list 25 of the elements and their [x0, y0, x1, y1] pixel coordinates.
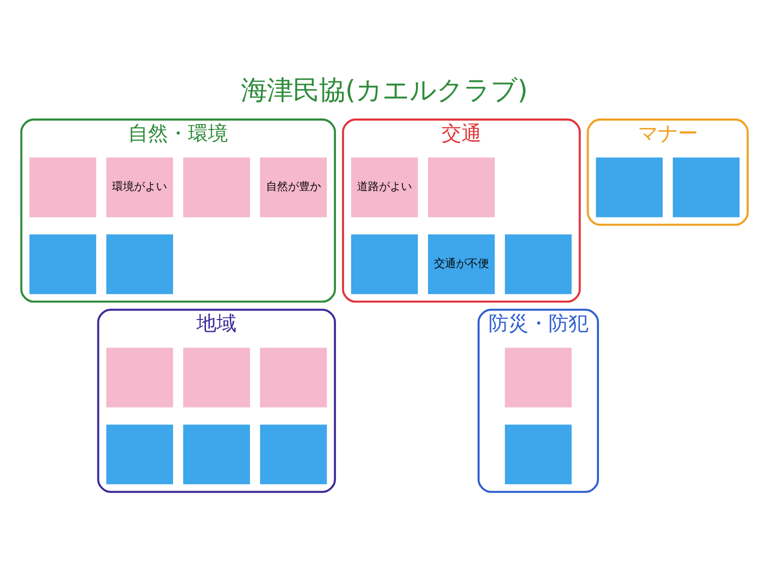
node-box: [504, 424, 572, 484]
node-box: [28, 158, 96, 218]
node-box: 交通が不便: [428, 234, 494, 294]
node-box: [106, 348, 173, 408]
node-box: [504, 234, 572, 294]
node-box: 自然が豊か: [260, 158, 326, 218]
cluster: マナー: [586, 118, 748, 226]
node-box: [260, 424, 326, 484]
node-box: [595, 158, 662, 218]
cluster: 地域: [96, 308, 336, 493]
node-box: [350, 234, 418, 294]
node-box: [182, 158, 250, 218]
node-box: [428, 158, 494, 218]
diagram-title: 海津民協(カエルクラブ): [240, 76, 528, 106]
node-box: 環境がよい: [106, 158, 173, 218]
node-box: [672, 158, 740, 218]
node-box: [106, 234, 173, 294]
node-box: [504, 348, 572, 408]
node-box: [182, 348, 250, 408]
cluster: 防災・防犯: [477, 308, 598, 493]
node-box: [106, 424, 173, 484]
node-box: 道路がよい: [350, 158, 418, 218]
node-box: [182, 424, 250, 484]
node-box: [260, 348, 326, 408]
node-box: [28, 234, 96, 294]
